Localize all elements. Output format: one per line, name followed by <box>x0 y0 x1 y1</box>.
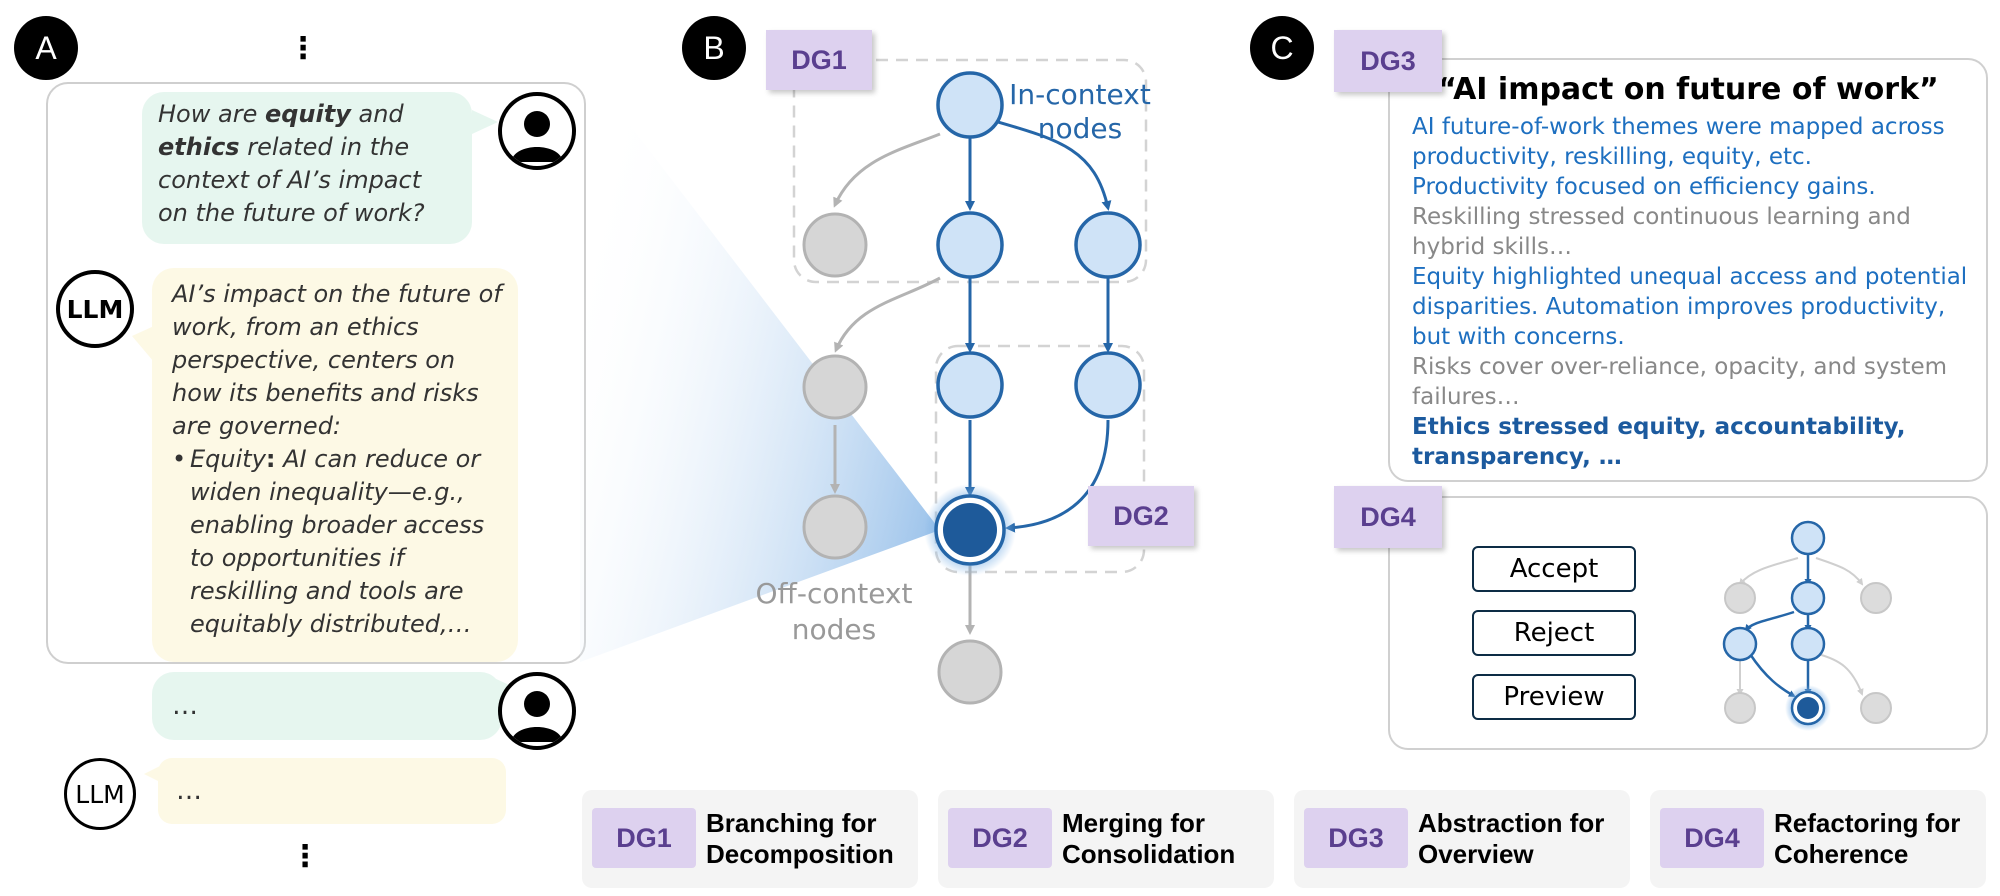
legend-line1: Abstraction for <box>1418 808 1605 838</box>
llm-followup-bubble: … <box>158 758 506 824</box>
legend-text-dg3: Abstraction for Overview <box>1418 808 1604 870</box>
user-avatar-2 <box>498 672 576 750</box>
summary-line: Productivity focused on efficiency gains… <box>1412 174 1876 200</box>
dg2-group-outline <box>934 344 1146 574</box>
legend-line2: Decomposition <box>706 839 894 869</box>
llm-avatar: LLM <box>56 270 134 348</box>
bullet-colon: : <box>265 445 276 473</box>
person-icon <box>511 111 563 162</box>
offnode-3[interactable] <box>802 494 868 560</box>
summary-line: failures… <box>1412 384 1520 410</box>
offnode-2[interactable] <box>802 354 868 420</box>
legend-line2: Consolidation <box>1062 839 1236 869</box>
node-dg2-right[interactable] <box>1074 351 1142 419</box>
user-bubble-tail <box>472 110 498 134</box>
panel-label-c: C <box>1250 16 1314 80</box>
summary-line: AI future-of-work themes were mapped acr… <box>1412 114 1945 140</box>
off-context-label: Off-context nodes <box>754 576 914 648</box>
summary-line: hybrid skills… <box>1412 234 1573 260</box>
summary-line: Equity highlighted unequal access and po… <box>1412 264 1968 290</box>
question-part-3: related in the context of AI’s impact on… <box>158 133 425 227</box>
tag-dg1: DG1 <box>766 30 872 90</box>
question-keyword-ethics: ethics <box>158 133 240 161</box>
legend-tag-dg4: DG4 <box>1660 808 1764 868</box>
preview-button[interactable]: Preview <box>1472 674 1636 720</box>
llm-avatar-2: LLM <box>64 758 136 830</box>
accept-button[interactable]: Accept <box>1472 546 1636 592</box>
summary-line: productivity, reskilling, equity, etc. <box>1412 144 1812 170</box>
bullet-marker: • <box>172 445 187 473</box>
off-context-label-line2: nodes <box>791 613 877 646</box>
legend-tag-dg3: DG3 <box>1304 808 1408 868</box>
edge-node-to-offnode-2 <box>834 276 941 353</box>
bullet-rest: AI can reduce or widen inequality—e.g., … <box>190 445 485 638</box>
tag-dg2: DG2 <box>1088 486 1194 546</box>
off-context-label-line1: Off-context <box>755 577 913 610</box>
llm-answer-intro: AI’s impact on the future of work, from … <box>172 280 502 440</box>
summary-line: disparities. Automation improves product… <box>1412 294 1946 320</box>
offnode-1[interactable] <box>802 212 868 278</box>
edge-dg2-right-to-selected <box>1005 419 1110 533</box>
in-context-label: In-context nodes <box>1004 78 1156 146</box>
llm-answer-bullet: • Equity: AI can reduce or widen inequal… <box>172 443 506 641</box>
summary-body: AI future-of-work themes were mapped acr… <box>1412 112 1982 472</box>
user-followup-bubble: … <box>152 672 502 740</box>
node-root[interactable] <box>936 71 1004 139</box>
legend-text-dg1: Branching for Decomposition <box>706 808 894 870</box>
summary-title: “AI impact on future of work” <box>1437 72 1939 107</box>
legend-dg4: DG4 Refactoring for Coherence <box>1650 790 1986 888</box>
in-context-label-line1: In-context <box>1009 78 1151 111</box>
user-question-bubble: How are equity and ethics related in the… <box>142 92 472 244</box>
edge-root-to-right <box>997 120 1112 211</box>
question-part-2: and <box>350 100 404 128</box>
reject-button[interactable]: Reject <box>1472 610 1636 656</box>
legend-line1: Refactoring for <box>1774 808 1961 838</box>
panel-label-a: A <box>14 16 78 80</box>
question-keyword-equity: equity <box>264 100 351 128</box>
legend-dg2: DG2 Merging for Consolidation <box>938 790 1274 888</box>
tag-dg3: DG3 <box>1334 30 1442 92</box>
legend-line1: Merging for <box>1062 808 1205 838</box>
refactor-card: Accept Reject Preview <box>1388 496 1988 750</box>
legend-text-dg4: Refactoring for Coherence <box>1774 808 1960 870</box>
summary-line: but with concerns. <box>1412 324 1625 350</box>
in-context-label-line2: nodes <box>1037 112 1123 145</box>
legend-text-dg2: Merging for Consolidation <box>1062 808 1235 870</box>
node-right[interactable] <box>1074 211 1142 279</box>
legend-line2: Overview <box>1418 839 1534 869</box>
summary-line: Risks cover over-reliance, opacity, and … <box>1412 354 1948 380</box>
llm-answer-bubble: AI’s impact on the future of work, from … <box>152 268 518 662</box>
tag-dg4: DG4 <box>1334 486 1442 548</box>
summary-card: “AI impact on future of work” AI future-… <box>1388 58 1988 482</box>
summary-line: transparency, … <box>1412 444 1622 470</box>
summary-line: Reskilling stressed continuous learning … <box>1412 204 1911 230</box>
llm-followup-tail <box>144 766 160 782</box>
llm-bubble-tail <box>132 326 154 362</box>
person-icon <box>511 691 563 742</box>
legend-line2: Coherence <box>1774 839 1909 869</box>
offnode-child[interactable] <box>937 639 1003 705</box>
bullet-lead: Equity <box>190 445 266 473</box>
legend-tag-dg2: DG2 <box>948 808 1052 868</box>
panel-label-b: B <box>682 16 746 80</box>
node-dg2-left[interactable] <box>936 351 1004 419</box>
summary-line: Ethics stressed equity, accountability, <box>1412 414 1906 440</box>
legend-tag-dg1: DG1 <box>592 808 696 868</box>
legend-line1: Branching for <box>706 808 877 838</box>
legend-dg3: DG3 Abstraction for Overview <box>1294 790 1630 888</box>
edge-root-to-offnode-1 <box>833 132 941 208</box>
node-mid[interactable] <box>936 211 1004 279</box>
user-avatar <box>498 92 576 170</box>
node-selected <box>943 503 997 557</box>
zoom-beam <box>580 60 940 662</box>
mini-graph-preview <box>1722 520 1892 731</box>
question-part-1: How are <box>158 100 265 128</box>
legend-dg1: DG1 Branching for Decomposition <box>582 790 918 888</box>
